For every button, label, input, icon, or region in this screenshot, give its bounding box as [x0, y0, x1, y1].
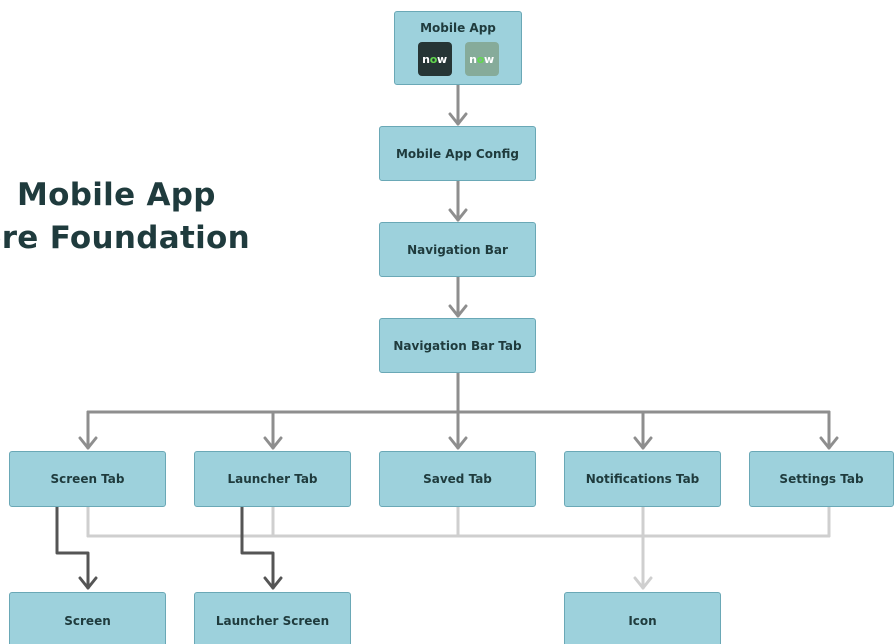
- arrowhead-navbar: [448, 208, 468, 222]
- logo-accent-letter: o: [476, 52, 485, 66]
- node-mobile-app[interactable]: Mobile App now now: [394, 11, 522, 85]
- arrowhead-screen-tab: [78, 436, 98, 450]
- node-launcher-tab[interactable]: Launcher Tab: [194, 451, 351, 507]
- node-screen-tab[interactable]: Screen Tab: [9, 451, 166, 507]
- arrowhead-config: [448, 112, 468, 126]
- now-logo-dark-text: now: [422, 52, 447, 66]
- node-navigation-bar-tab-label: Navigation Bar Tab: [393, 338, 522, 353]
- connector-screen-tab-to-screen: [55, 505, 90, 590]
- node-navigation-bar-label: Navigation Bar: [407, 242, 508, 257]
- node-notifications-tab[interactable]: Notifications Tab: [564, 451, 721, 507]
- diagram-heading-line-1: Mobile App: [17, 177, 216, 213]
- node-mobile-app-config[interactable]: Mobile App Config: [379, 126, 536, 181]
- arrowhead-launcher-screen: [263, 576, 283, 590]
- arrowhead-notifications-tab: [633, 436, 653, 450]
- node-launcher-screen[interactable]: Launcher Screen: [194, 592, 351, 644]
- now-logo-dark-icon: now: [417, 42, 452, 76]
- node-saved-tab-label: Saved Tab: [423, 472, 492, 486]
- connector-launcher-tab-to-launcher-screen: [240, 505, 275, 590]
- logo-row: now now: [417, 42, 499, 76]
- node-settings-tab-label: Settings Tab: [779, 472, 864, 486]
- node-notifications-tab-label: Notifications Tab: [585, 472, 700, 486]
- icon-connectors: [86, 505, 831, 590]
- arrowhead-saved-tab: [448, 436, 468, 450]
- arrowhead-screen: [78, 576, 98, 590]
- node-navigation-bar[interactable]: Navigation Bar: [379, 222, 536, 277]
- logo-accent-letter: o: [429, 52, 438, 66]
- node-saved-tab[interactable]: Saved Tab: [379, 451, 536, 507]
- node-launcher-tab-label: Launcher Tab: [227, 472, 318, 486]
- node-mobile-app-config-label: Mobile App Config: [395, 146, 520, 161]
- screen-connectors: [55, 505, 283, 590]
- node-screen-label: Screen: [64, 614, 111, 628]
- node-screen[interactable]: Screen: [9, 592, 166, 644]
- arrowhead-icon: [633, 576, 653, 590]
- now-logo-light-icon: now: [464, 42, 499, 76]
- node-icon[interactable]: Icon: [564, 592, 721, 644]
- node-icon-label: Icon: [628, 614, 657, 628]
- node-mobile-app-label: Mobile App: [420, 21, 496, 35]
- diagram-heading-line-2: ore Foundation: [0, 220, 250, 256]
- main-chain-connectors: [78, 83, 839, 450]
- arrowhead-launcher-tab: [263, 436, 283, 450]
- node-launcher-screen-label: Launcher Screen: [215, 614, 330, 628]
- arrowhead-navbartab: [448, 304, 468, 318]
- node-settings-tab[interactable]: Settings Tab: [749, 451, 894, 507]
- arrowhead-settings-tab: [819, 436, 839, 450]
- now-logo-light-text: now: [469, 52, 494, 66]
- node-navigation-bar-tab[interactable]: Navigation Bar Tab: [379, 318, 536, 373]
- node-screen-tab-label: Screen Tab: [50, 472, 125, 486]
